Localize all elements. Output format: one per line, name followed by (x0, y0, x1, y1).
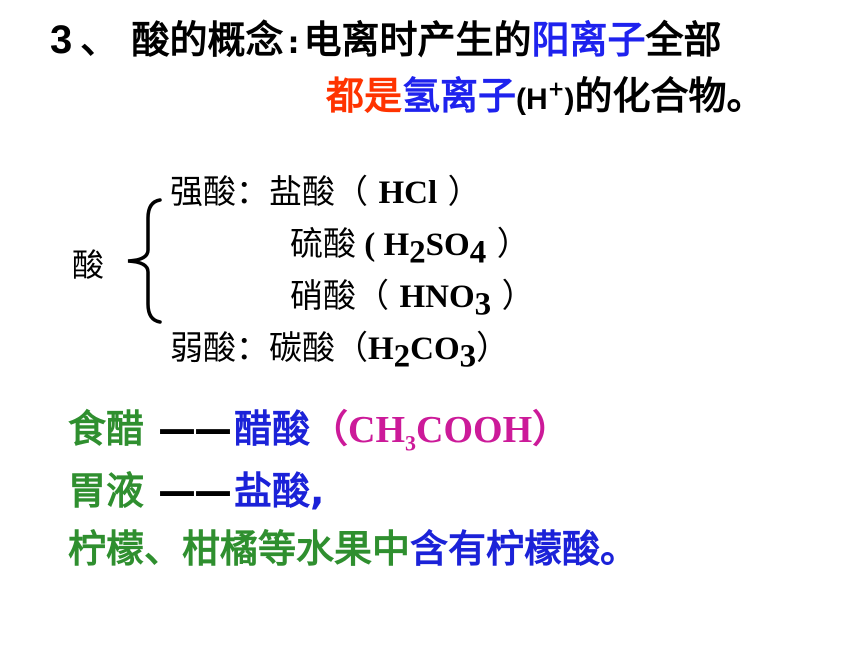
acid-name: 碳酸 (269, 328, 335, 367)
ion-paren-close: ) (564, 83, 575, 116)
ion-paren-open: ( (516, 83, 527, 116)
definition-cation: 阳离子 (531, 18, 646, 62)
example-source: 食醋 (68, 407, 145, 451)
ion-charge: + (547, 76, 565, 101)
definition-title-line1: 3、 酸的概念:电离时产生的阳离子全部 (50, 16, 722, 68)
example-acid: 盐酸, (234, 469, 325, 513)
strong-acid-row-h2so4: 硫酸 ( H2SO4 ） (290, 224, 530, 269)
section-number: 3 (50, 18, 73, 62)
acid-formula-part: HNO (399, 279, 475, 315)
paren-close: ） (532, 409, 571, 451)
strong-acid-row-hcl: 强酸：盐酸（ HCl ） (170, 172, 481, 213)
concept-label: 酸的概念 (131, 18, 284, 62)
paren-open: （ (356, 276, 400, 315)
example-formula-part: COOH (416, 409, 533, 451)
paren-open: （ (335, 172, 379, 211)
strong-acid-row-hno3: 硝酸（ HNO3 ） (290, 276, 535, 321)
definition-hydrogen-ion: 氢离子 (402, 74, 517, 118)
paren-open: （ (310, 409, 349, 451)
acid-formula-part: H (383, 227, 410, 263)
weak-acid-label: 弱酸： (170, 328, 269, 367)
paren-close: ） (476, 328, 510, 367)
formula-subscript: 2 (393, 338, 411, 375)
definition-all-are: 都是 (326, 74, 403, 118)
definition-part1: 电离时产生的 (303, 18, 532, 62)
formula-subscript: 2 (409, 234, 426, 271)
acid-formula-part: H (368, 331, 394, 367)
acid-root-label: 酸 (72, 246, 105, 284)
example-source: 胃液 (68, 469, 145, 513)
formula-subscript: 3 (474, 286, 492, 323)
acid-formula-part: CO (410, 331, 460, 367)
concept-colon: : (287, 26, 300, 61)
example-formula-part: CH (348, 409, 406, 451)
weak-acid-row-h2co3: 弱酸：碳酸（H2CO3） (170, 328, 510, 373)
paren-close: ） (437, 172, 481, 211)
paren-close: ） (486, 224, 530, 263)
formula-subscript: 3 (459, 338, 477, 375)
acid-name: 盐酸 (269, 172, 335, 211)
example-acid: 含有柠檬酸。 (410, 527, 639, 571)
definition-compound: 的化合物。 (574, 74, 765, 118)
classification-brace-icon (127, 198, 162, 324)
example-vinegar: 食醋 ——醋酸（CH3COOH） (68, 404, 570, 455)
ion-symbol: H (526, 83, 548, 116)
example-dash: —— (158, 469, 232, 513)
definition-title-line2: 都是氢离子(H+)的化合物。 (326, 72, 764, 124)
acid-name: 硫酸 (290, 224, 356, 263)
formula-subscript: 4 (469, 234, 487, 271)
acid-formula-part: SO (425, 227, 470, 263)
paren-open: ( (356, 227, 384, 263)
acid-formula: HCl (378, 175, 438, 211)
example-dash: —— (158, 407, 232, 451)
example-acid: 醋酸 (234, 407, 311, 451)
paren-open: （ (335, 328, 368, 367)
example-citrus: 柠檬、柑橘等水果中含有柠檬酸。 (68, 524, 638, 574)
section-separator: 、 (80, 18, 119, 62)
example-gastric-juice: 胃液 ——盐酸, (68, 466, 324, 516)
definition-part3: 全部 (645, 18, 722, 62)
formula-subscript: 3 (405, 430, 417, 456)
acid-name: 硝酸 (290, 276, 356, 315)
paren-close: ） (491, 276, 535, 315)
example-source: 柠檬、柑橘等水果中 (68, 527, 411, 571)
strong-acid-label: 强酸： (170, 172, 269, 211)
